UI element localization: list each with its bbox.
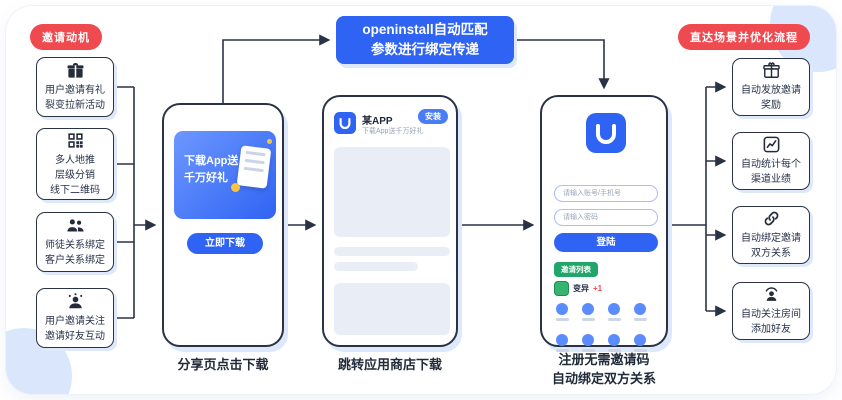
right-card-auto-follow: 自动关注房间 添加好友 bbox=[732, 282, 810, 340]
card-line: 层级分销 bbox=[55, 169, 95, 181]
inviter-row: 变异 +1 bbox=[554, 281, 602, 296]
invited-user-avatar bbox=[608, 303, 621, 321]
store-screenshot-placeholder bbox=[334, 147, 450, 237]
card-line: 渠道业绩 bbox=[751, 174, 791, 185]
right-card-auto-reward: 自动发放邀请 奖励 bbox=[732, 58, 810, 116]
share-promo-text: 下载App送 千万好礼 bbox=[184, 153, 238, 186]
yellow-dot-decoration bbox=[231, 183, 240, 192]
card-line: 自动发放邀请 bbox=[741, 85, 801, 96]
invited-user-avatar bbox=[634, 334, 647, 352]
phone-app-store: 某APP 下载App送千万好礼 安装 bbox=[322, 95, 458, 347]
store-text-placeholder bbox=[334, 262, 418, 271]
card-line: 客户关系绑定 bbox=[45, 255, 105, 266]
invited-user-avatar bbox=[556, 334, 569, 352]
store-content-placeholder bbox=[334, 283, 450, 335]
arrow-phone1-to-banner bbox=[222, 34, 331, 103]
phone3-caption-line1: 注册无需邀请码 bbox=[558, 352, 650, 367]
card-line: 用户邀请有礼 bbox=[45, 85, 105, 96]
right-badge: 直达场景并优化流程 bbox=[678, 24, 810, 50]
link-icon bbox=[762, 209, 781, 228]
phone-share-page: 下载App送 千万好礼 立即下载 bbox=[162, 103, 284, 347]
app-icon bbox=[334, 112, 356, 134]
share-promo-card: 下载App送 千万好礼 bbox=[174, 131, 276, 219]
phone2-caption: 跳转应用商店下载 bbox=[337, 357, 442, 372]
inviter-name: 变异 bbox=[573, 284, 589, 293]
invited-user-avatar bbox=[582, 334, 595, 352]
app-logo-icon bbox=[586, 113, 626, 153]
card-line: 自动关注房间 bbox=[741, 309, 801, 320]
right-card-auto-binding: 自动绑定邀请 双方关系 bbox=[732, 206, 810, 264]
arrow-banner-to-phone3 bbox=[514, 39, 610, 90]
right-card-channel-stats: 自动统计每个 渠道业绩 bbox=[732, 132, 810, 190]
phone3-caption-line2: 自动绑定双方关系 bbox=[551, 370, 656, 386]
invited-user-avatar bbox=[582, 303, 595, 321]
left-card-relation-binding: 师徒关系绑定 客户关系绑定 bbox=[36, 212, 114, 272]
card-line: 线下二维码 bbox=[50, 184, 100, 196]
phone-register: 请输入账号/手机号 请输入密码 登陆 邀请列表 变异 +1 bbox=[540, 95, 668, 352]
card-line: 邀请好友互动 bbox=[45, 331, 105, 342]
login-button[interactable]: 登陆 bbox=[554, 233, 658, 252]
share-promo-line2: 千万好礼 bbox=[184, 171, 228, 184]
card-line: 自动绑定邀请 bbox=[741, 233, 801, 244]
yellow-dot-decoration bbox=[267, 139, 272, 144]
openinstall-banner: openinstall自动匹配 参数进行绑定传递 bbox=[336, 16, 514, 64]
inviter-count: +1 bbox=[593, 284, 603, 293]
install-button[interactable]: 安装 bbox=[418, 109, 448, 124]
left-card-qrcode-channels: 多人地推 层级分销 线下二维码 bbox=[36, 128, 114, 200]
qrcode-icon bbox=[66, 131, 85, 150]
store-app-name: 某APP bbox=[362, 116, 393, 127]
card-line: 师徒关系绑定 bbox=[45, 240, 105, 251]
left-card-invite-reward: 用户邀请有礼 裂变拉新活动 bbox=[36, 57, 114, 117]
group-icon bbox=[66, 216, 85, 235]
invited-user-avatar bbox=[634, 303, 647, 321]
phone1-caption: 分享页点击下载 bbox=[177, 357, 269, 372]
invited-users-grid bbox=[556, 303, 660, 365]
download-now-button[interactable]: 立即下载 bbox=[187, 233, 263, 254]
share-promo-line1: 下载App送 bbox=[184, 155, 239, 167]
store-app-desc: 下载App送千万好礼 bbox=[362, 128, 424, 135]
card-line: 多人地推 bbox=[55, 154, 95, 166]
gift-icon bbox=[762, 61, 781, 80]
invited-user-avatar bbox=[556, 303, 569, 321]
chart-icon bbox=[762, 135, 781, 154]
account-input[interactable]: 请输入账号/手机号 bbox=[554, 185, 658, 202]
left-badge: 邀请动机 bbox=[30, 24, 102, 50]
broadcast-user-icon bbox=[762, 285, 781, 304]
card-line: 裂变拉新活动 bbox=[45, 100, 105, 111]
card-line: 双方关系 bbox=[751, 248, 791, 259]
password-input[interactable]: 请输入密码 bbox=[554, 209, 658, 226]
card-line: 添加好友 bbox=[751, 324, 791, 335]
banner-line-2: 参数进行绑定传递 bbox=[371, 42, 479, 57]
diagram-board: 邀请动机 直达场景并优化流程 openinstall自动匹配 参数进行绑定传递 … bbox=[6, 6, 836, 394]
card-line: 自动统计每个 bbox=[741, 159, 801, 170]
inviter-avatar bbox=[554, 281, 569, 296]
document-illustration bbox=[236, 145, 272, 189]
phone3-caption: 注册无需邀请码 自动绑定双方关系 bbox=[516, 351, 692, 389]
left-card-invite-follow: 用户邀请关注 邀请好友互动 bbox=[36, 288, 114, 348]
card-line: 用户邀请关注 bbox=[45, 316, 105, 327]
gift-icon bbox=[66, 61, 85, 80]
store-text-placeholder bbox=[334, 247, 450, 256]
card-line: 奖励 bbox=[761, 100, 781, 111]
user-follow-icon bbox=[66, 292, 85, 311]
invited-user-avatar bbox=[608, 334, 621, 352]
banner-line-1: openinstall自动匹配 bbox=[362, 21, 488, 37]
invite-list-badge: 邀请列表 bbox=[554, 262, 598, 277]
